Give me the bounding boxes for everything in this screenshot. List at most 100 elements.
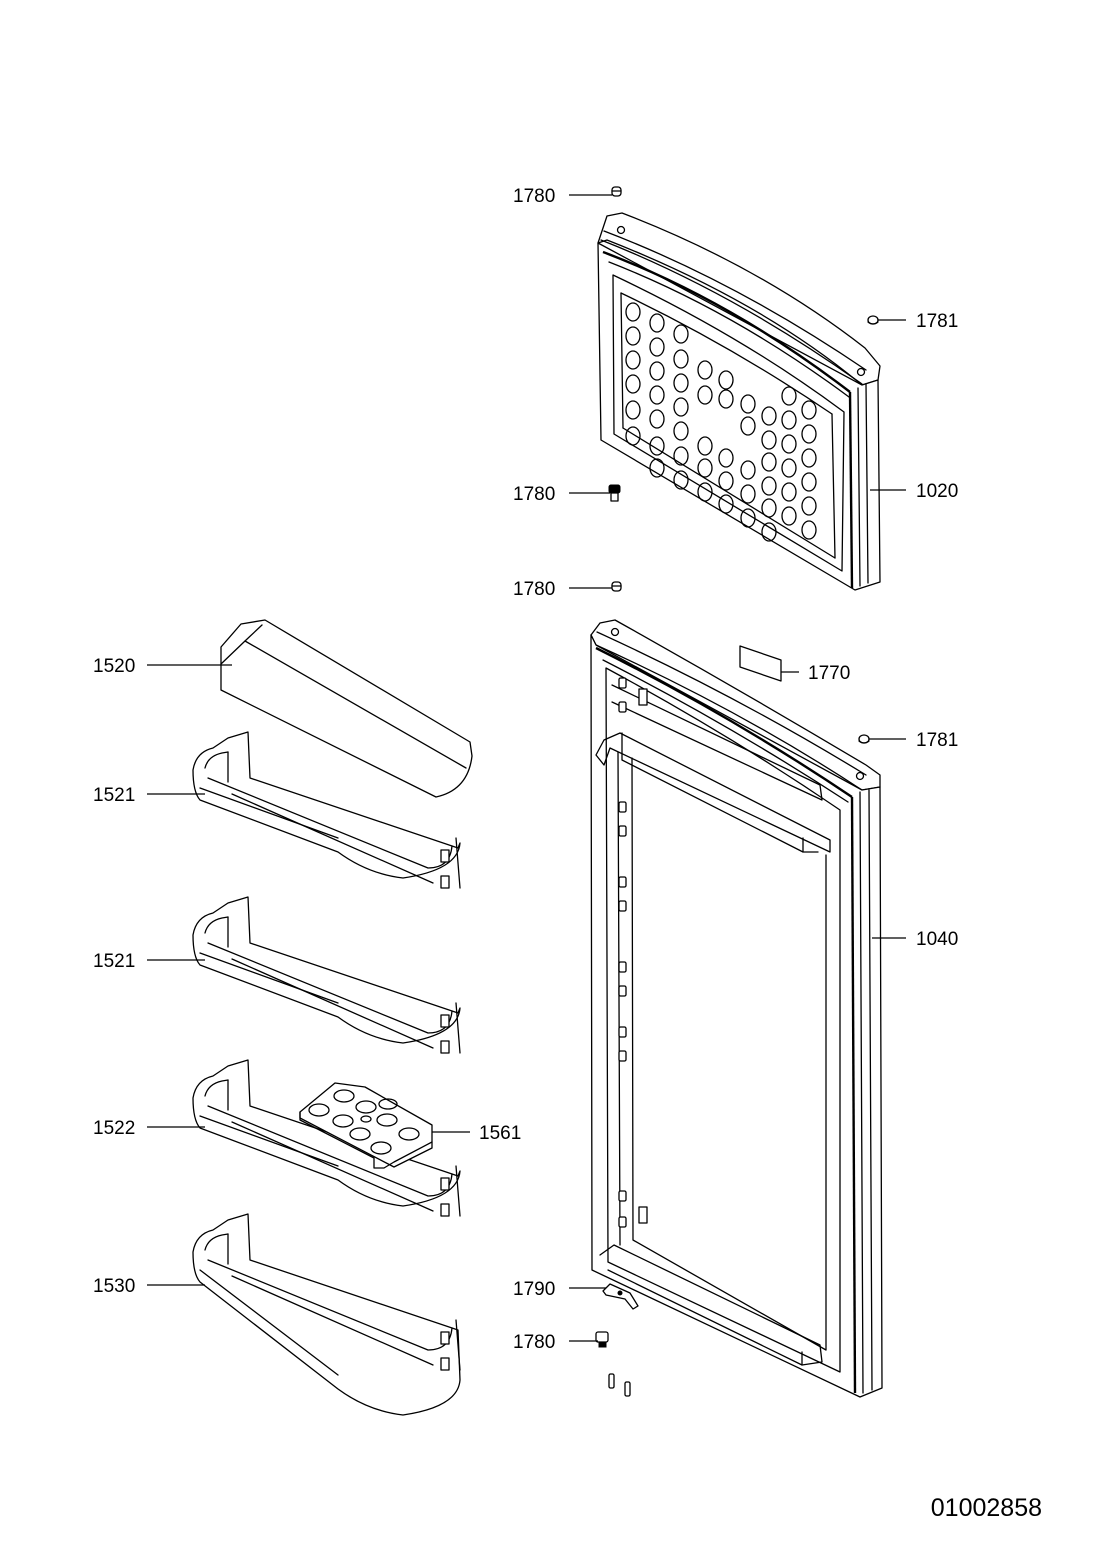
freezer-dimple <box>625 374 641 394</box>
freezer-dimple <box>801 472 817 492</box>
cover-plate-part <box>739 645 782 682</box>
door-clip <box>618 1190 627 1202</box>
callout-egg-tray: 1561 <box>479 1123 521 1144</box>
callout-hinge-bracket: 1790 <box>513 1279 555 1300</box>
freezer-dimple <box>625 426 641 446</box>
freezer-dimple <box>673 324 689 344</box>
callout-shelf-cover: 1520 <box>93 656 135 677</box>
callout-door-shelf-1: 1521 <box>93 785 135 806</box>
freezer-dimple <box>781 386 797 406</box>
freezer-dimple <box>649 409 665 429</box>
door-clip-large <box>638 1206 648 1224</box>
screw-bottom-part <box>595 1331 609 1348</box>
freezer-dimple <box>718 389 734 409</box>
freezer-dimple <box>740 416 756 436</box>
freezer-dimple <box>649 385 665 405</box>
freezer-dimple <box>697 482 713 502</box>
leader-lines <box>147 194 906 1342</box>
freezer-door-part <box>597 212 881 591</box>
freezer-dimple <box>673 397 689 417</box>
freezer-dimple <box>740 394 756 414</box>
freezer-dimple <box>718 494 734 514</box>
hinge-bracket-part <box>602 1283 639 1310</box>
small-screws-part <box>608 1373 631 1397</box>
door-clip <box>618 825 627 837</box>
freezer-dimple <box>673 446 689 466</box>
freezer-dimple <box>697 458 713 478</box>
freezer-dimple <box>625 350 641 370</box>
callout-screw-mid-freezer: 1780 <box>513 484 555 505</box>
door-clip <box>618 1216 627 1228</box>
callout-labels: 1780 1781 1020 1780 1780 1770 1781 1040 … <box>93 186 958 1353</box>
callout-door-shelf-egg: 1522 <box>93 1118 135 1139</box>
shelf-cover-part <box>220 619 473 798</box>
callout-bottle-shelf: 1530 <box>93 1276 135 1297</box>
freezer-dimple <box>718 370 734 390</box>
freezer-dimple <box>649 458 665 478</box>
freezer-dimple <box>740 508 756 528</box>
freezer-dimple <box>649 361 665 381</box>
door-clip <box>618 900 627 912</box>
freezer-dimple <box>625 302 641 322</box>
door-clip <box>618 701 627 713</box>
door-clip <box>618 1026 627 1038</box>
bottle-shelf-part <box>192 1213 461 1416</box>
freezer-dimple <box>761 406 777 426</box>
freezer-dimple <box>697 360 713 380</box>
callout-screw-top-fridge: 1780 <box>513 579 555 600</box>
freezer-dimple <box>801 400 817 420</box>
freezer-dimple <box>673 349 689 369</box>
freezer-dimple <box>740 460 756 480</box>
screw-top-fridge-part <box>611 581 622 592</box>
callout-freezer-door: 1020 <box>916 481 958 502</box>
door-clip <box>618 801 627 813</box>
door-clip <box>618 677 627 689</box>
freezer-dimple <box>673 421 689 441</box>
pin-freezer-right-part <box>867 315 879 325</box>
door-shelf-2-part <box>192 896 461 1054</box>
callout-pin-fridge-right: 1781 <box>916 730 958 751</box>
freezer-dimple <box>761 522 777 542</box>
screw-mid-freezer-part <box>608 484 621 502</box>
freezer-dimple <box>718 448 734 468</box>
freezer-dimple <box>801 496 817 516</box>
freezer-dimple <box>781 482 797 502</box>
freezer-dimple <box>761 498 777 518</box>
freezer-dimple <box>697 385 713 405</box>
freezer-dimple <box>801 424 817 444</box>
door-clip <box>618 1050 627 1062</box>
freezer-dimple <box>625 400 641 420</box>
door-clip-large <box>638 688 648 706</box>
egg-tray-part <box>299 1082 433 1169</box>
callout-pin-freezer-right: 1781 <box>916 311 958 332</box>
freezer-dimple <box>761 430 777 450</box>
door-clip <box>618 876 627 888</box>
callout-screw-bottom: 1780 <box>513 1332 555 1353</box>
freezer-dimple <box>781 434 797 454</box>
freezer-dimple <box>649 337 665 357</box>
freezer-dimple <box>697 436 713 456</box>
door-clip <box>618 985 627 997</box>
freezer-dimple <box>781 506 797 526</box>
freezer-dimple <box>801 520 817 540</box>
document-number: 01002858 <box>930 1494 1042 1522</box>
freezer-dimple <box>673 373 689 393</box>
screw-top-freezer-part <box>611 186 622 197</box>
freezer-dimple <box>673 470 689 490</box>
callout-fridge-door: 1040 <box>916 929 958 950</box>
freezer-dimple <box>781 458 797 478</box>
freezer-dimple <box>761 452 777 472</box>
freezer-dimple <box>781 410 797 430</box>
freezer-dimple <box>740 484 756 504</box>
freezer-dimple <box>761 476 777 496</box>
freezer-dimple <box>649 313 665 333</box>
freezer-dimple <box>649 436 665 456</box>
door-shelf-1-part <box>192 731 461 889</box>
freezer-dimple <box>625 326 641 346</box>
pin-fridge-right-part <box>858 734 870 744</box>
callout-cover-plate: 1770 <box>808 663 850 684</box>
freezer-dimple <box>801 448 817 468</box>
freezer-dimple <box>718 471 734 491</box>
